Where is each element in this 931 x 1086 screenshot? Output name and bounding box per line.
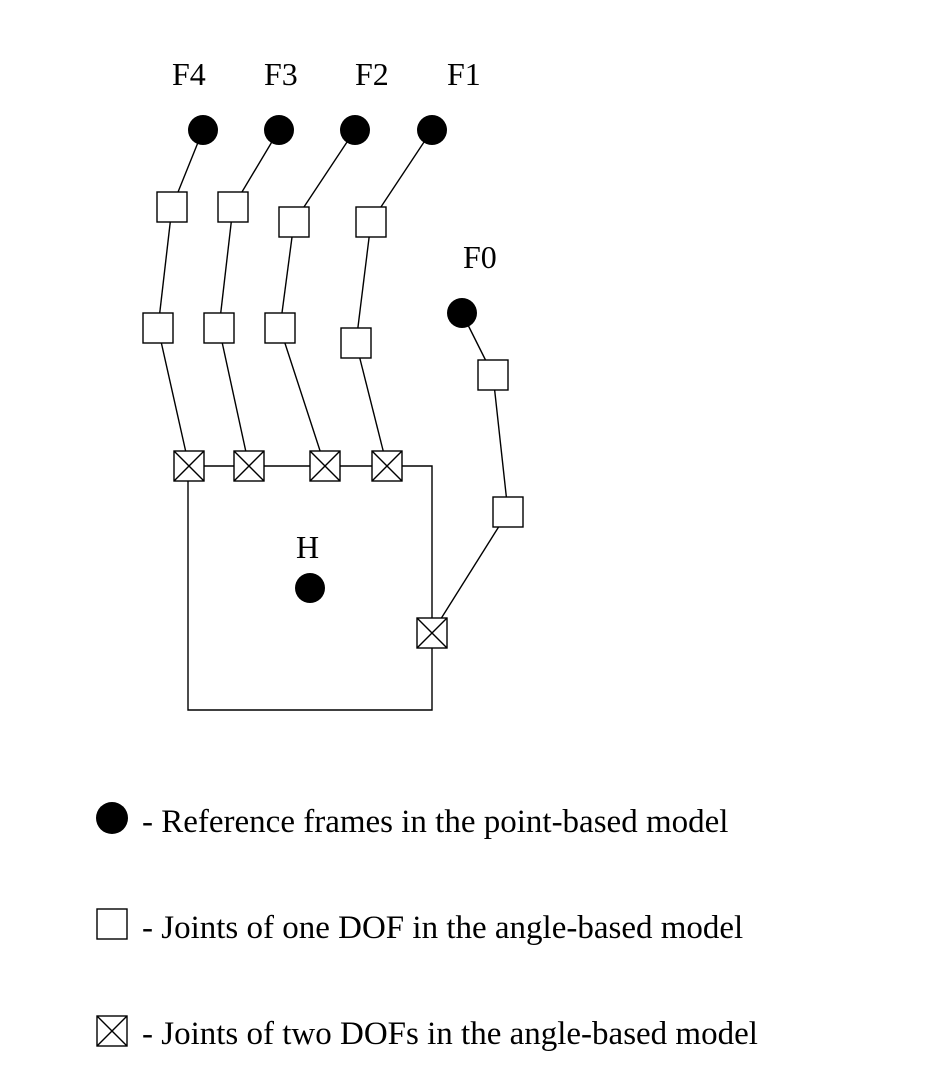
label-f3: F3	[264, 56, 298, 92]
f4-joint-middle	[142, 312, 174, 344]
f4-reference-frame	[188, 115, 218, 145]
f3-link-base	[218, 327, 250, 467]
reference-frames	[188, 115, 477, 603]
h-reference-frame	[295, 573, 325, 603]
f2-joint-middle	[264, 312, 296, 344]
legend-empty-square-icon	[96, 908, 128, 940]
f0-link-mid	[492, 374, 509, 513]
f1-reference-frame	[417, 115, 447, 145]
palm	[187, 465, 433, 711]
f1-link-base	[355, 342, 388, 467]
f3-link-mid	[218, 206, 234, 329]
label-h: H	[296, 529, 319, 565]
legend-filled-circle-icon	[96, 802, 128, 834]
f4-link-mid	[157, 206, 173, 329]
finger-links	[157, 129, 509, 634]
f2-joint-base	[309, 450, 341, 482]
f3-joint-base	[233, 450, 265, 482]
frame-labels: F4 F3 F2 F1 F0 H	[172, 56, 497, 565]
palm-outline	[187, 465, 433, 711]
f0-joint-base	[416, 617, 448, 649]
f2-link-base	[279, 327, 326, 467]
f4-link-base	[157, 327, 190, 467]
label-f2: F2	[355, 56, 389, 92]
f0-link-base	[431, 511, 509, 634]
legend: - Reference frames in the point-based mo…	[96, 802, 758, 1052]
f1-joint-base	[371, 450, 403, 482]
f3-reference-frame	[264, 115, 294, 145]
legend-item-two-dof: - Joints of two DOFs in the angle-based …	[96, 1015, 758, 1052]
f1-joint-distal	[355, 206, 387, 238]
f3-joint-distal	[217, 191, 249, 223]
label-f0: F0	[463, 239, 497, 275]
legend-crossed-square-icon	[96, 1015, 128, 1047]
f0-reference-frame	[447, 298, 477, 328]
f0-joint-distal	[477, 359, 509, 391]
f2-reference-frame	[340, 115, 370, 145]
f3-joint-middle	[203, 312, 235, 344]
f2-link-mid	[279, 221, 295, 329]
one-dof-joints	[142, 191, 524, 528]
f1-link-mid	[355, 221, 372, 344]
f1-joint-middle	[340, 327, 372, 359]
label-f1: F1	[447, 56, 481, 92]
f2-joint-distal	[278, 206, 310, 238]
f0-joint-middle	[492, 496, 524, 528]
legend-label-two-dof: - Joints of two DOFs in the angle-based …	[142, 1016, 758, 1052]
legend-item-one-dof: - Joints of one DOF in the angle-based m…	[96, 908, 743, 946]
label-f4: F4	[172, 56, 206, 92]
f4-joint-base	[173, 450, 205, 482]
legend-label-one-dof: - Joints of one DOF in the angle-based m…	[142, 910, 743, 946]
legend-label-reference-frames: - Reference frames in the point-based mo…	[142, 804, 728, 840]
two-dof-joints	[173, 450, 448, 649]
legend-item-reference-frames: - Reference frames in the point-based mo…	[96, 802, 728, 840]
f4-joint-distal	[156, 191, 188, 223]
